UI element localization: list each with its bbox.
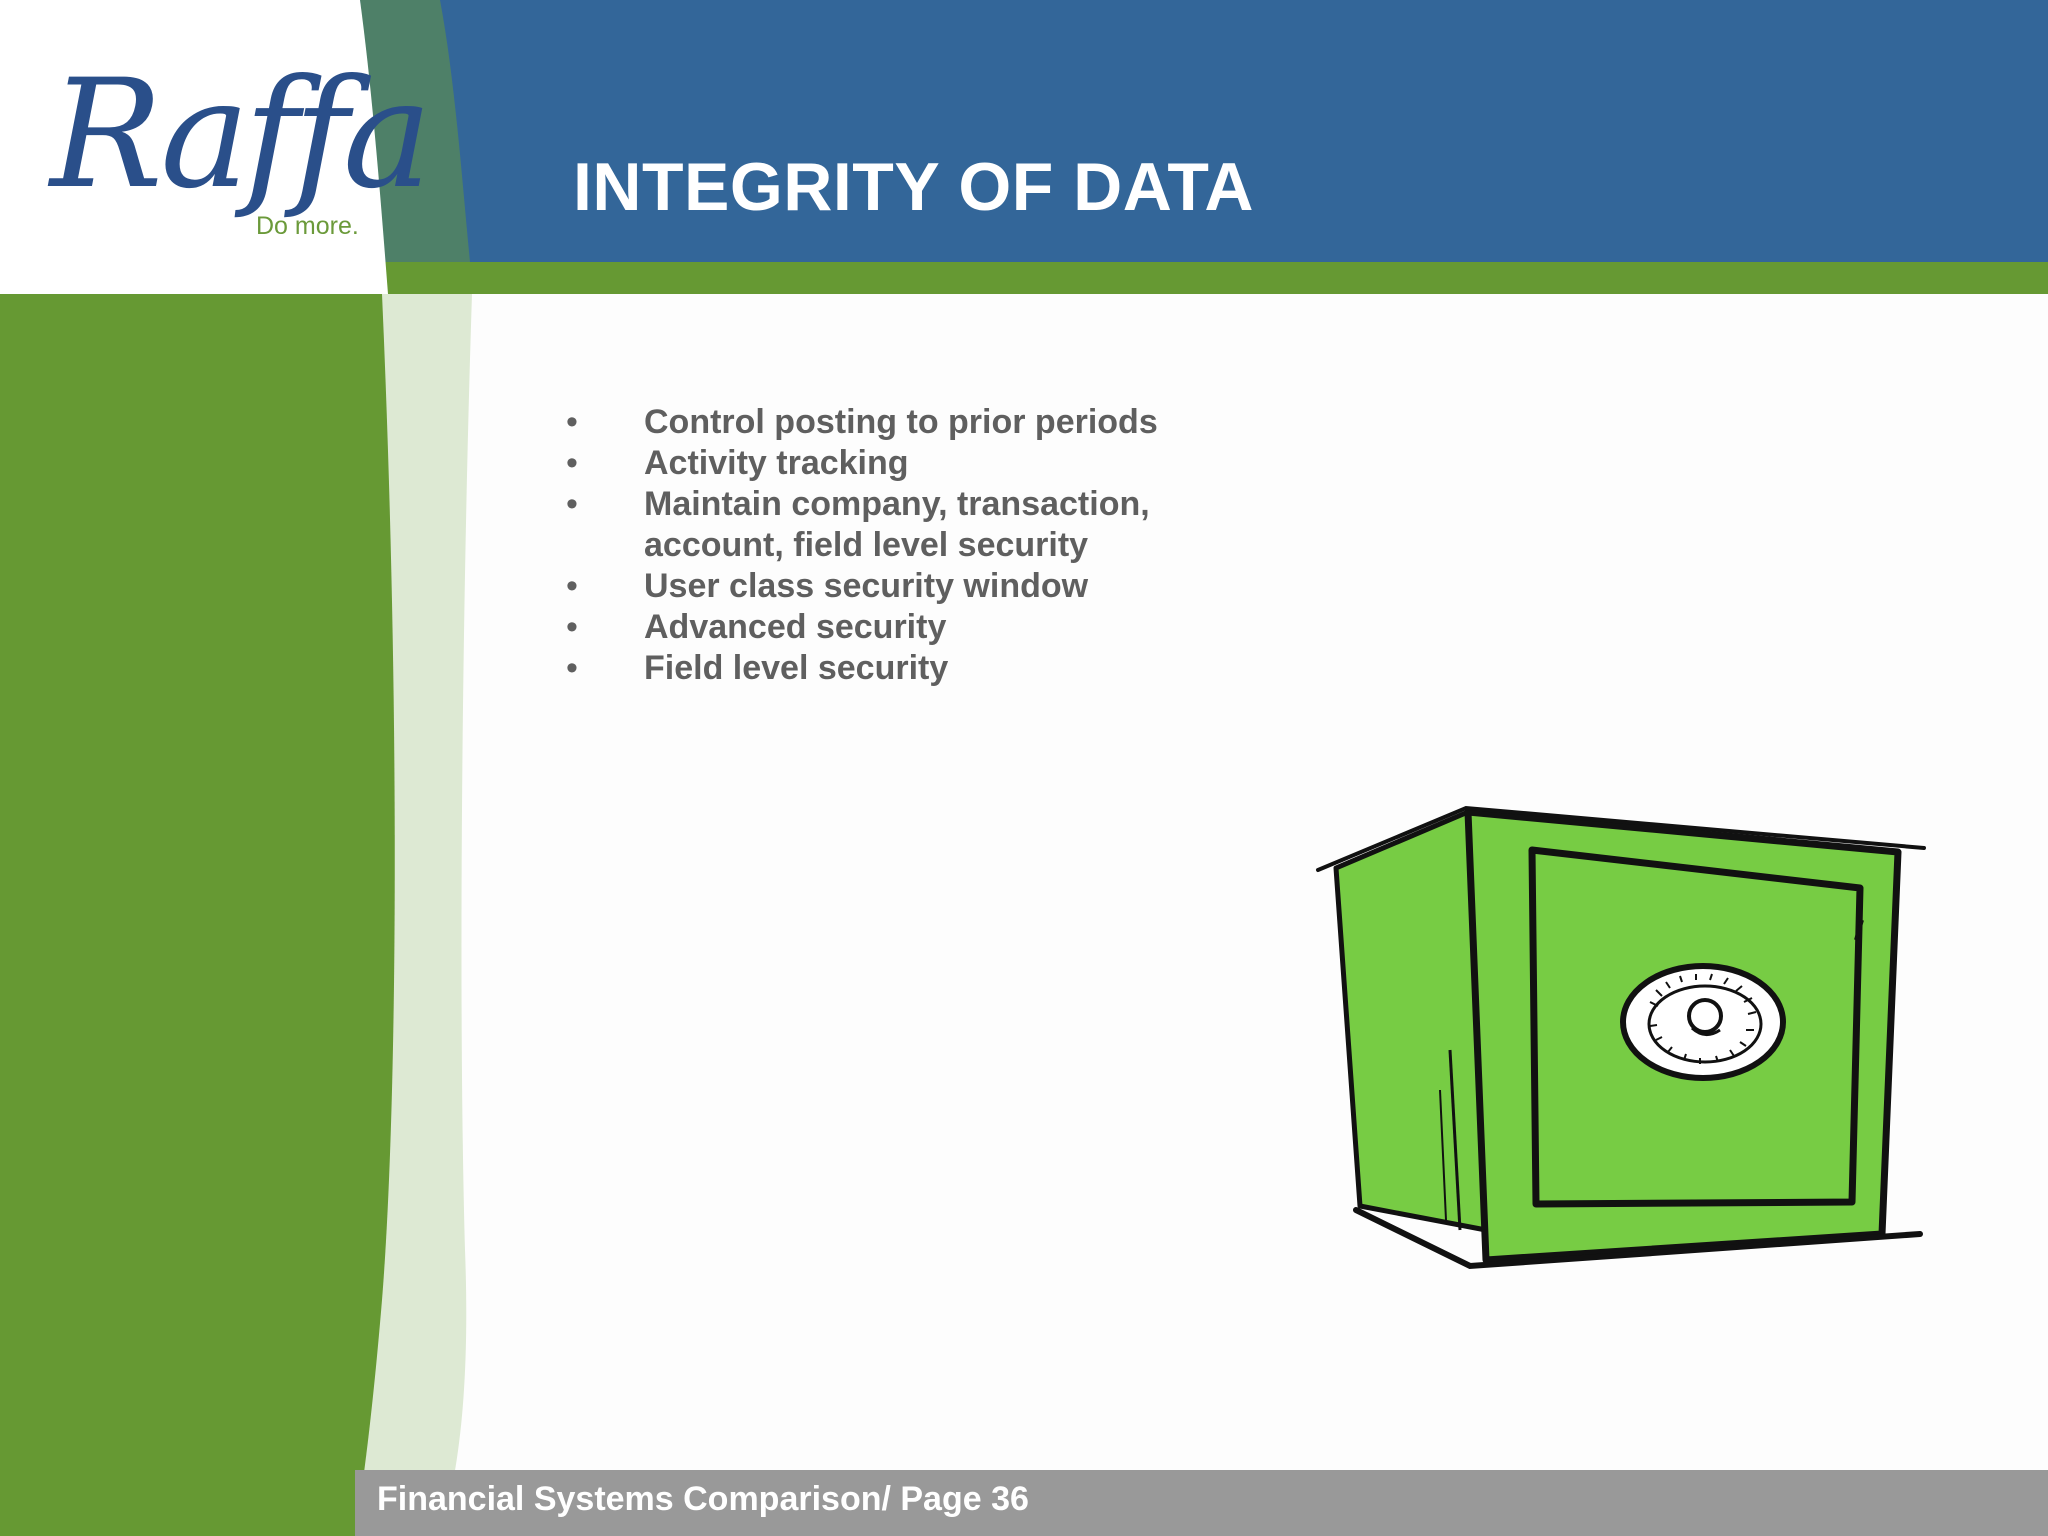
safe-icon [1316, 805, 1926, 1270]
bullet-marker: • [566, 403, 578, 441]
bullet-marker: • [566, 444, 578, 482]
list-item: • Activity tracking [560, 443, 1260, 484]
slide-title: INTEGRITY OF DATA [573, 149, 1254, 225]
list-item: • Maintain company, transaction, account,… [560, 484, 1260, 566]
list-item: • User class security window [560, 566, 1260, 607]
bullet-text: Control posting to prior periods [644, 403, 1158, 441]
logo-panel [0, 0, 388, 294]
list-item: • Control posting to prior periods [560, 402, 1260, 443]
company-logo: Raffa Do more. [30, 60, 432, 280]
list-item: • Field level security [560, 648, 1260, 689]
bullet-text: User class security window [644, 567, 1089, 605]
footer-label: Financial Systems Comparison/ Page 36 [377, 1480, 1029, 1518]
bullet-list: • Control posting to prior periods • Activ… [560, 402, 1260, 689]
footer-band [355, 1470, 2048, 1536]
bullet-text: Activity tracking [644, 444, 909, 482]
bullet-marker: • [566, 649, 578, 687]
bullet-text: Maintain company, transaction, account, … [644, 485, 1150, 564]
bullet-marker: • [566, 608, 578, 646]
left-panel [0, 294, 395, 1536]
list-item: • Advanced security [560, 607, 1260, 648]
bullet-text: Advanced security [644, 608, 947, 646]
header-swoosh [360, 0, 470, 262]
logo-tagline: Do more. [256, 212, 359, 240]
logo-script: Raffa [50, 48, 432, 222]
bullet-marker: • [566, 485, 578, 523]
bullet-text: Field level security [644, 649, 949, 687]
bullet-marker: • [566, 567, 578, 605]
